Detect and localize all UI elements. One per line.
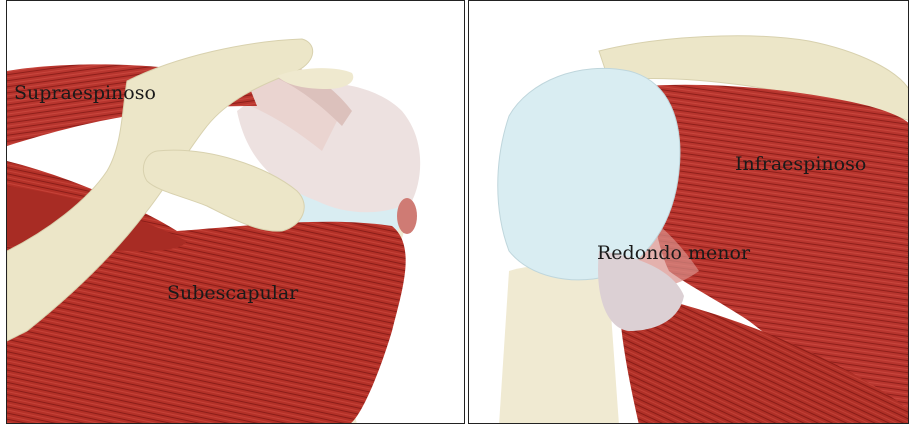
label-redondo-menor: Redondo menor: [597, 244, 750, 263]
posterior-shoulder-illustration: [469, 1, 909, 424]
anterior-shoulder-panel: Supraespinoso Subescapular: [6, 0, 465, 424]
anterior-shoulder-illustration: [7, 1, 465, 424]
label-subescapular: Subescapular: [167, 284, 298, 303]
posterior-shoulder-panel: Infraespinoso Redondo menor: [468, 0, 909, 424]
label-supraespinoso: Supraespinoso: [14, 84, 156, 103]
label-infraespinoso: Infraespinoso: [735, 155, 866, 174]
